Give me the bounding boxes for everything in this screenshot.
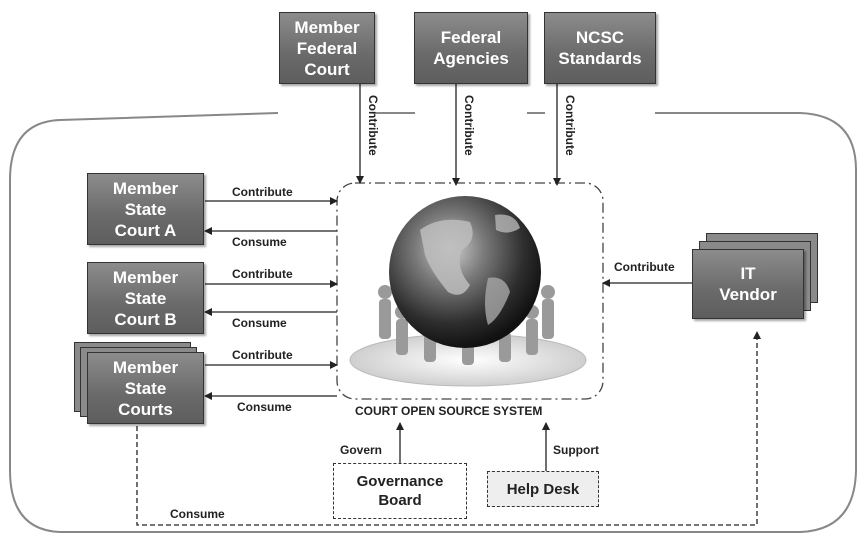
member-state-courts-label: Member State Courts xyxy=(112,357,179,419)
help-desk-label: Help Desk xyxy=(506,480,580,498)
member-state-court-b-box: Member State Court B xyxy=(87,262,204,334)
arrow-courts-consume-vendor xyxy=(136,331,761,526)
help-desk-box: Help Desk xyxy=(487,471,599,507)
outer-frame xyxy=(9,112,857,533)
governance-board-label: Governance Board xyxy=(356,473,444,509)
contribute-label-ncsc: Contribute xyxy=(563,95,577,156)
member-state-court-a-box: Member State Court A xyxy=(87,173,204,245)
it-vendor-box: IT Vendor xyxy=(692,249,804,319)
member-state-court-b-label: Member State Court B xyxy=(112,267,179,329)
member-federal-court-label: Member Federal Court xyxy=(294,17,360,79)
contribute-label-court-b: Contribute xyxy=(232,267,293,281)
globe-illustration xyxy=(349,196,587,387)
it-vendor-label: IT Vendor xyxy=(719,264,777,304)
member-state-court-a-label: Member State Court A xyxy=(112,178,179,240)
member-state-courts-box: Member State Courts xyxy=(87,352,204,424)
ncsc-standards-box: NCSC Standards xyxy=(544,12,656,84)
consume-label-court-b: Consume xyxy=(232,316,287,330)
govern-label: Govern xyxy=(340,443,383,457)
contribute-label-courts: Contribute xyxy=(232,348,293,362)
member-federal-court-box: Member Federal Court xyxy=(279,12,375,84)
contribute-label-court-a: Contribute xyxy=(232,185,293,199)
federal-agencies-label: Federal Agencies xyxy=(433,28,509,68)
system-boundary xyxy=(336,182,604,400)
governance-board-box: Governance Board xyxy=(333,463,467,519)
federal-agencies-box: Federal Agencies xyxy=(414,12,528,84)
consume-label-bottom: Consume xyxy=(170,507,225,521)
support-label: Support xyxy=(553,443,599,457)
contribute-label-vendor: Contribute xyxy=(614,260,675,274)
contribute-label-federal-agencies: Contribute xyxy=(462,95,476,156)
ncsc-standards-label: NCSC Standards xyxy=(558,28,642,68)
consume-label-courts: Consume xyxy=(237,400,292,414)
contribute-label-federal-court: Contribute xyxy=(366,95,380,156)
consume-label-court-a: Consume xyxy=(232,235,287,249)
system-title: COURT OPEN SOURCE SYSTEM xyxy=(355,404,543,418)
